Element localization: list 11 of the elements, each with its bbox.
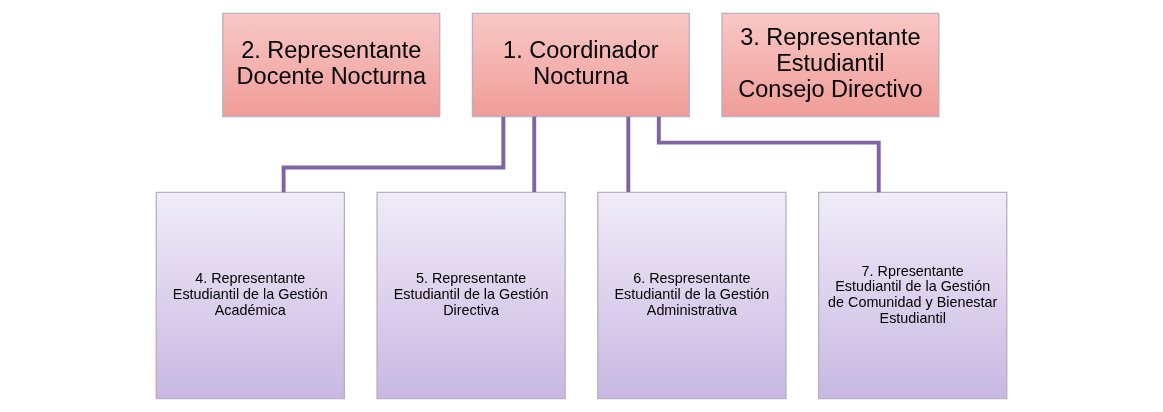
connector [281, 116, 506, 193]
node-box: 4. Representante Estudiantil de la Gestión Académica [155, 191, 346, 400]
node-box: 6. Respresentante Estudiantil de la Gestión Administrativa [597, 191, 787, 400]
node-box: 1. Coordinador Nocturna [471, 12, 690, 118]
node-box: 3. Representante Estudiantil Consejo Directivo [721, 12, 940, 118]
connector [656, 116, 881, 193]
connector [532, 116, 537, 192]
node-box: 7. Rpresentante Estudiantil de la Gestión de Comunidad y Bienestar Estudiantil [817, 191, 1008, 400]
node-box: 2. Representante Docente Nocturna [222, 12, 441, 118]
node-box: 5. Representante Estudiantil de la Gestión Directiva [376, 191, 566, 400]
connector [626, 116, 631, 192]
